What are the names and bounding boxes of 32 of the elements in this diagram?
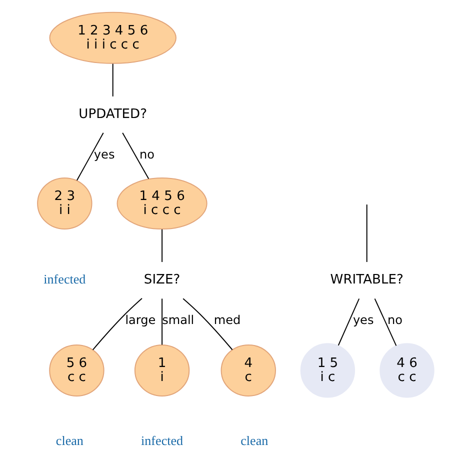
node-label: clean: [240, 433, 268, 448]
edge-label: med: [213, 313, 240, 327]
node-circle: 5 6 c c: [48, 344, 104, 396]
connector: [76, 132, 104, 181]
node-circle: 1 i: [134, 344, 190, 396]
connector: [92, 298, 142, 350]
node-text: UPDATED?: [78, 107, 147, 122]
node-text: SIZE?: [143, 272, 180, 288]
node-circle: 4 c: [220, 344, 276, 396]
node-circle: 2 3 i i: [36, 177, 92, 230]
node-text: WRITABLE?: [330, 272, 403, 288]
node-ellipse: 1 4 5 6 i c c c: [116, 177, 207, 230]
edge-label: no: [138, 147, 154, 162]
connector: [337, 298, 360, 346]
edge-label: large: [124, 313, 156, 327]
edge-label: small: [162, 313, 194, 327]
edge-label: yes: [93, 147, 114, 162]
node-label: infected: [43, 272, 86, 287]
connector: [122, 132, 149, 180]
connector: [182, 298, 232, 350]
node-circle: 1 5 i c: [300, 343, 355, 398]
connector: [366, 204, 367, 262]
node-circle: 4 6 c c: [379, 343, 434, 398]
edge-label: yes: [352, 313, 374, 327]
connector: [161, 229, 162, 262]
node-label: clean: [55, 433, 83, 448]
edge-label: no: [386, 313, 402, 327]
node-label: infected: [140, 433, 183, 448]
connector: [161, 298, 162, 345]
node-ellipse: 1 2 3 4 5 6 i i i c c c: [48, 12, 176, 64]
connector: [112, 64, 113, 96]
connector: [374, 298, 396, 346]
